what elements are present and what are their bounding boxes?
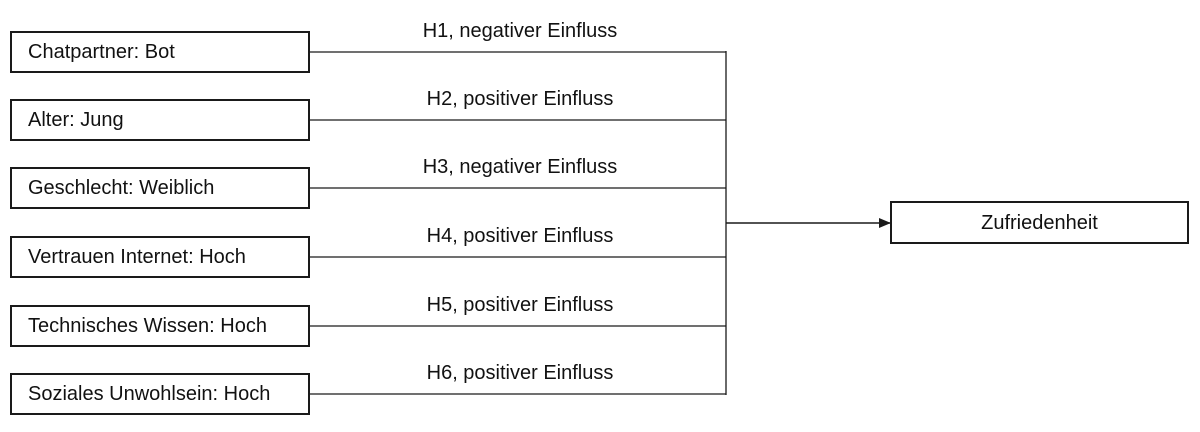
predictor-label: Technisches Wissen: Hoch (28, 315, 267, 337)
outcome-box-zufriedenheit: Zufriedenheit (890, 201, 1189, 244)
predictor-box-technisches-wissen: Technisches Wissen: Hoch (10, 305, 310, 347)
predictor-label: Vertrauen Internet: Hoch (28, 246, 246, 268)
hypothesis-label-h2: H2, positiver Einfluss (426, 88, 614, 110)
hypothesis-label-h4: H4, positiver Einfluss (426, 225, 614, 247)
predictor-label: Geschlecht: Weiblich (28, 177, 215, 199)
predictor-box-alter: Alter: Jung (10, 99, 310, 141)
hypothesis-label-h3: H3, negativer Einfluss (422, 156, 618, 178)
predictor-box-geschlecht: Geschlecht: Weiblich (10, 167, 310, 209)
predictor-box-chatpartner: Chatpartner: Bot (10, 31, 310, 73)
predictor-label: Alter: Jung (28, 109, 124, 131)
hypothesis-label-h6: H6, positiver Einfluss (426, 362, 614, 384)
predictor-box-vertrauen-internet: Vertrauen Internet: Hoch (10, 236, 310, 278)
predictor-label: Chatpartner: Bot (28, 41, 175, 63)
outcome-label: Zufriedenheit (981, 211, 1098, 234)
hypothesis-label-h1: H1, negativer Einfluss (422, 20, 618, 42)
predictor-box-soziales-unwohlsein: Soziales Unwohlsein: Hoch (10, 373, 310, 415)
hypothesis-label-h5: H5, positiver Einfluss (426, 294, 614, 316)
predictor-label: Soziales Unwohlsein: Hoch (28, 383, 271, 405)
